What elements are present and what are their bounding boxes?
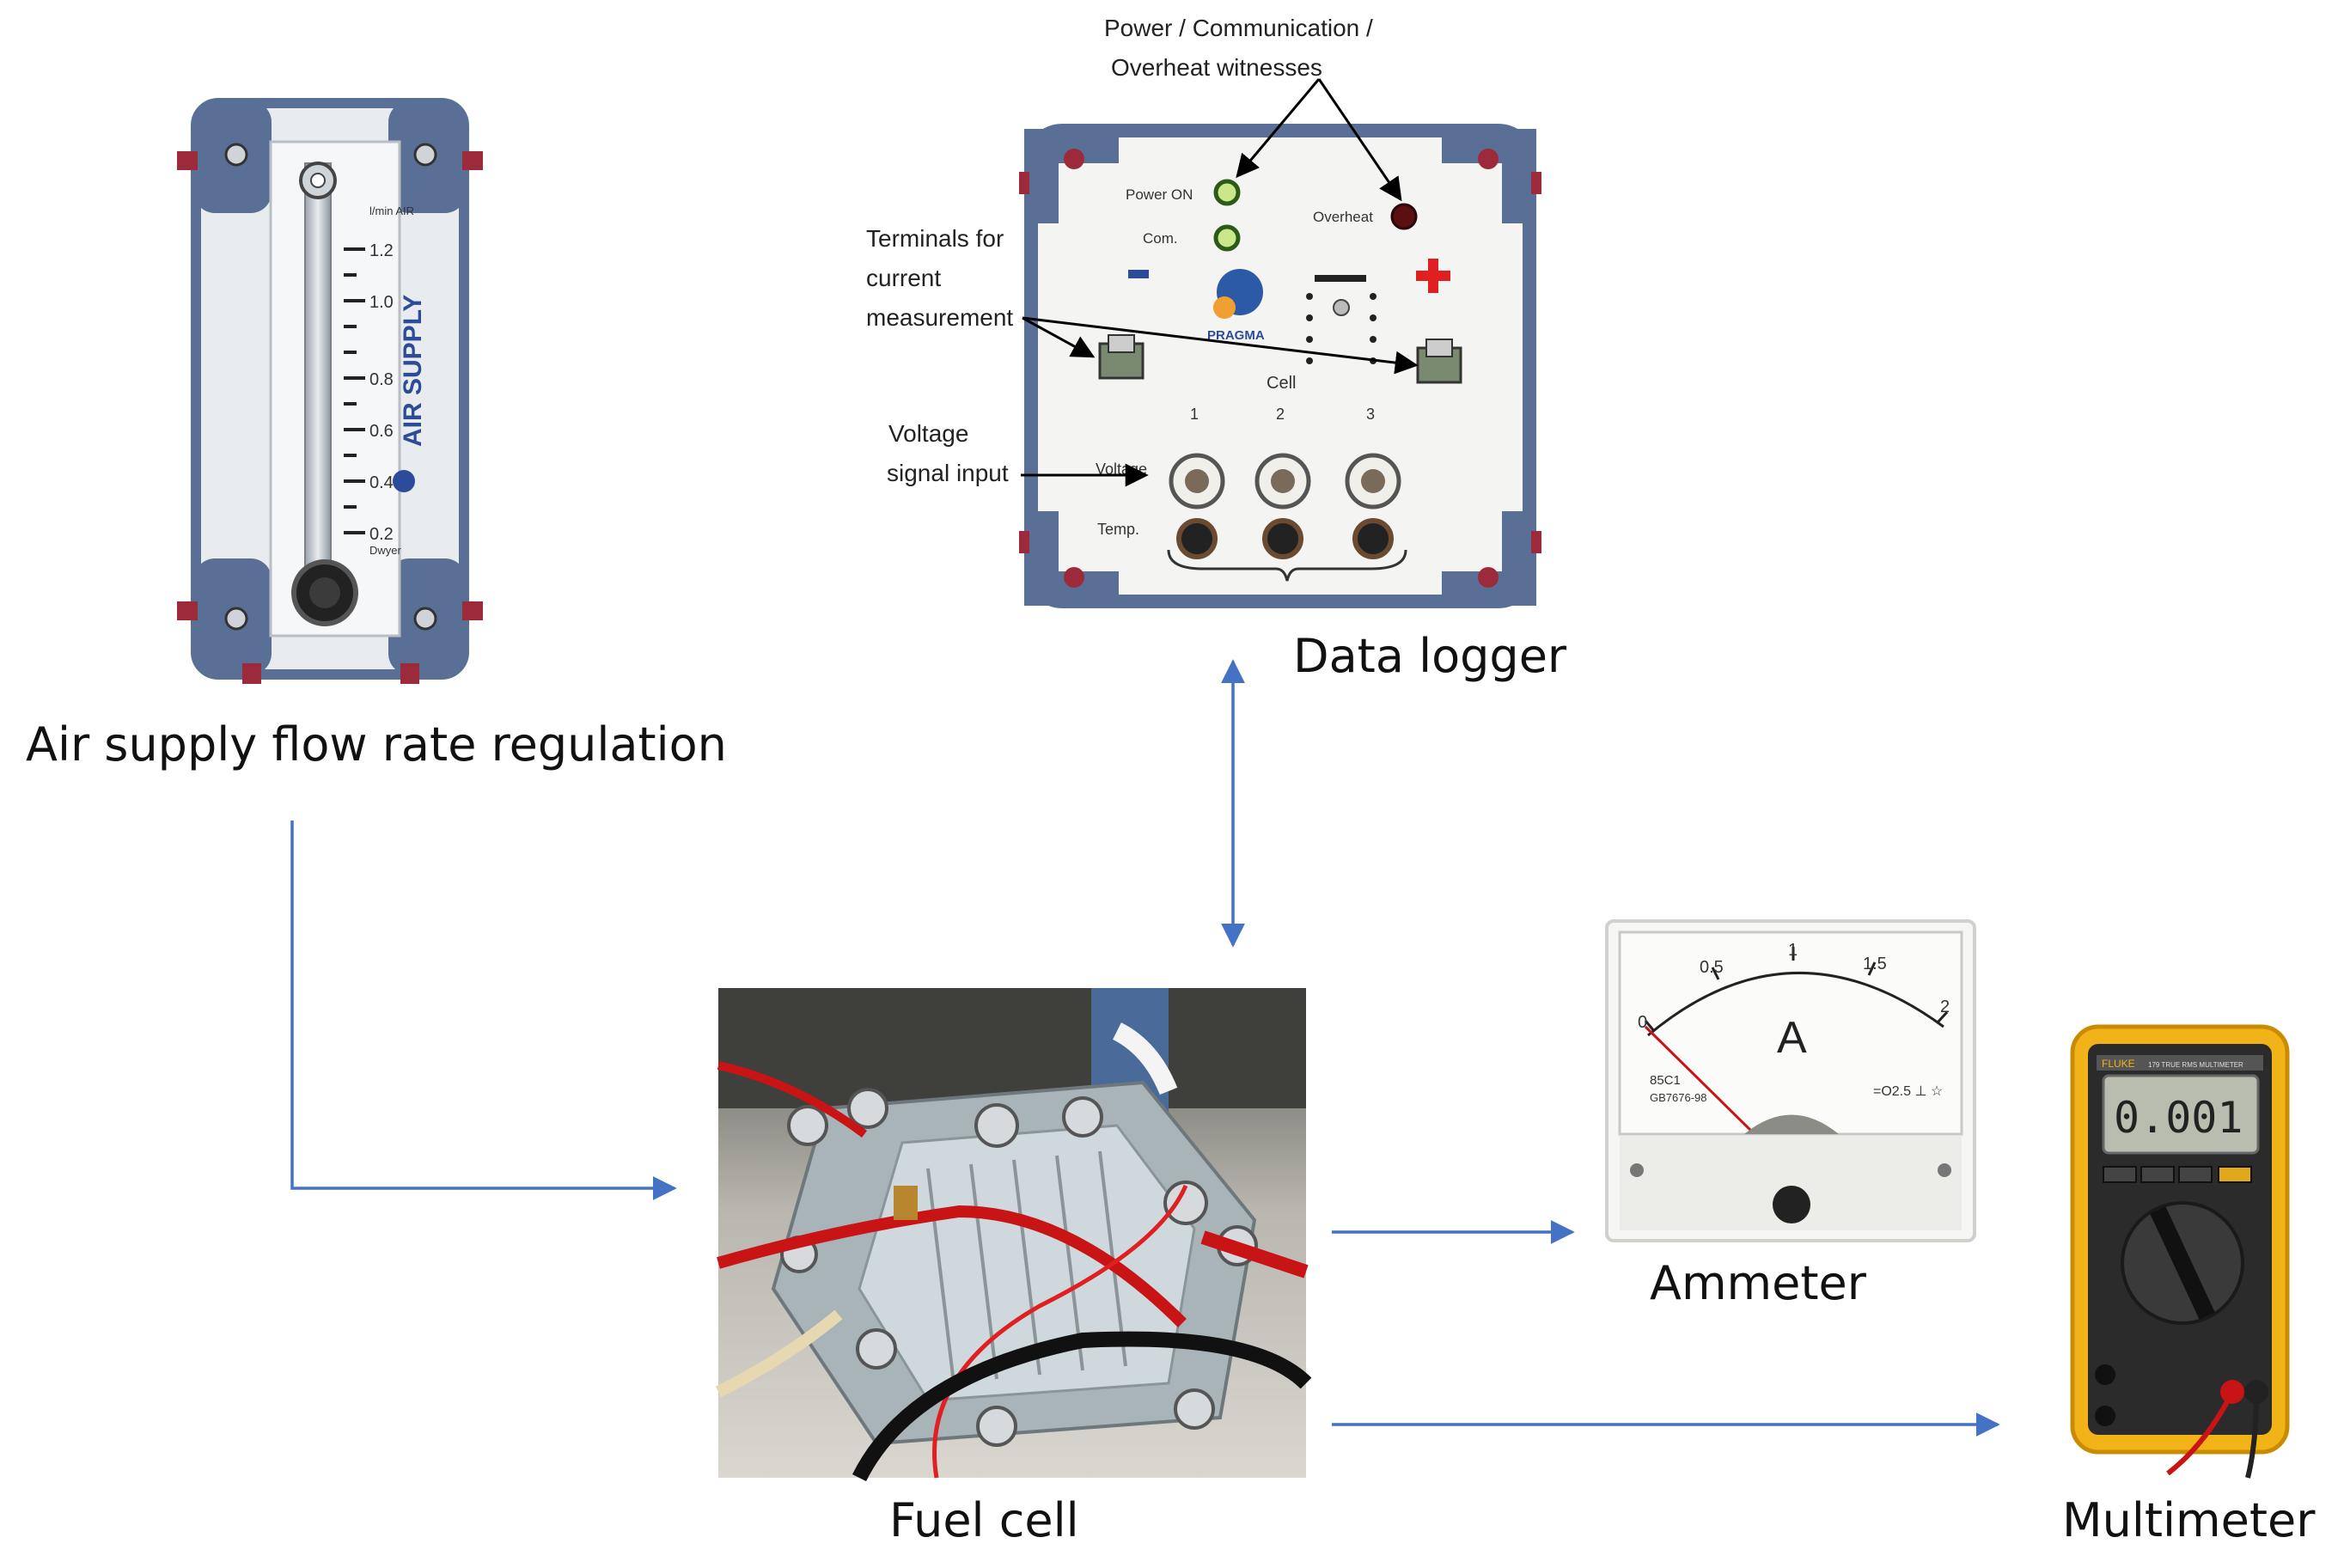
voltage-annotation: Voltage signal input xyxy=(887,414,1009,493)
ammeter-model: 85C1 xyxy=(1650,1073,1681,1088)
multimeter-image: FLUKE 179 TRUE RMS MULTIMETER 0.001 xyxy=(2070,1024,2290,1479)
witnesses-line-2: Overheat witnesses xyxy=(1111,54,1322,81)
witnesses-annotation: Power / Communication / Overheat witness… xyxy=(1104,9,1373,88)
flow-maker-label: Dwyer xyxy=(369,544,402,557)
logger-logo-label: PRAGMA xyxy=(1207,328,1265,343)
terminals-line-3: measurement xyxy=(866,304,1014,331)
logger-power-on-label: Power ON xyxy=(1126,186,1193,203)
logger-channel-1: 1 xyxy=(1190,406,1199,423)
caption-multimeter: Multimeter xyxy=(2062,1493,2316,1547)
ammeter-unit: A xyxy=(1777,1013,1807,1063)
ammeter-tick-2: 1 xyxy=(1788,941,1798,960)
flow-scale-2: 1.0 xyxy=(369,293,394,312)
ammeter-tick-0: 0 xyxy=(1638,1013,1647,1032)
ammeter-image: 0 0.5 1 1.5 2 A 85C1 GB7676-98 =O2.5 ⊥ ☆ xyxy=(1605,919,1976,1242)
caption-air-supply: Air supply flow rate regulation xyxy=(26,717,727,772)
flow-unit-label: l/min AIR xyxy=(369,204,414,217)
caption-fuel-cell: Fuel cell xyxy=(889,1493,1079,1547)
logger-channel-3: 3 xyxy=(1366,406,1375,423)
logger-temp-label: Temp. xyxy=(1097,521,1139,538)
arrow-air-to-fuelcell xyxy=(290,821,677,1200)
connection-arrows xyxy=(290,659,2000,1437)
flow-brand-label: AIR SUPPLY xyxy=(399,295,427,447)
ammeter-tick-4: 2 xyxy=(1940,998,1950,1016)
terminals-line-2: current xyxy=(866,265,942,291)
flow-scale-4: 0.6 xyxy=(369,422,394,441)
logger-cell-label: Cell xyxy=(1267,374,1296,393)
voltage-line-1: Voltage xyxy=(888,420,969,447)
ammeter-accuracy: =O2.5 ⊥ ☆ xyxy=(1873,1084,1943,1099)
flow-scale-5: 0.4 xyxy=(369,473,394,492)
annotation-arrows xyxy=(1021,78,1419,487)
logger-com-label: Com. xyxy=(1143,230,1178,247)
caption-data-logger: Data logger xyxy=(1293,629,1567,683)
ammeter-class: GB7676-98 xyxy=(1650,1091,1707,1104)
terminals-annotation: Terminals for current measurement xyxy=(866,219,1013,338)
witnesses-line-1: Power / Communication / xyxy=(1104,15,1373,41)
flow-scale-1: 1.2 xyxy=(369,241,394,260)
multimeter-model: 179 TRUE RMS MULTIMETER xyxy=(2148,1061,2243,1069)
flow-scale-3: 0.8 xyxy=(369,370,394,389)
logger-overheat-label: Overheat xyxy=(1313,209,1373,225)
flowmeter-image: 1.2 1.0 0.8 0.6 0.4 0.2 l/min AIR Dwyer … xyxy=(177,98,483,684)
caption-ammeter: Ammeter xyxy=(1650,1256,1866,1310)
multimeter-reading: 0.001 xyxy=(2114,1093,2243,1143)
ammeter-tick-1: 0.5 xyxy=(1700,958,1724,977)
ammeter-tick-3: 1.5 xyxy=(1863,955,1887,973)
voltage-line-2: signal input xyxy=(887,460,1009,486)
terminals-line-1: Terminals for xyxy=(866,225,1004,252)
flow-scale-6: 0.2 xyxy=(369,525,394,544)
fuel-cell-image xyxy=(715,988,1312,1482)
multimeter-brand: FLUKE xyxy=(2102,1058,2135,1070)
logger-channel-2: 2 xyxy=(1276,406,1285,423)
data-logger-image: Power ON Com. Overheat PRAGMA Cell 1 2 3 xyxy=(1019,124,1541,608)
